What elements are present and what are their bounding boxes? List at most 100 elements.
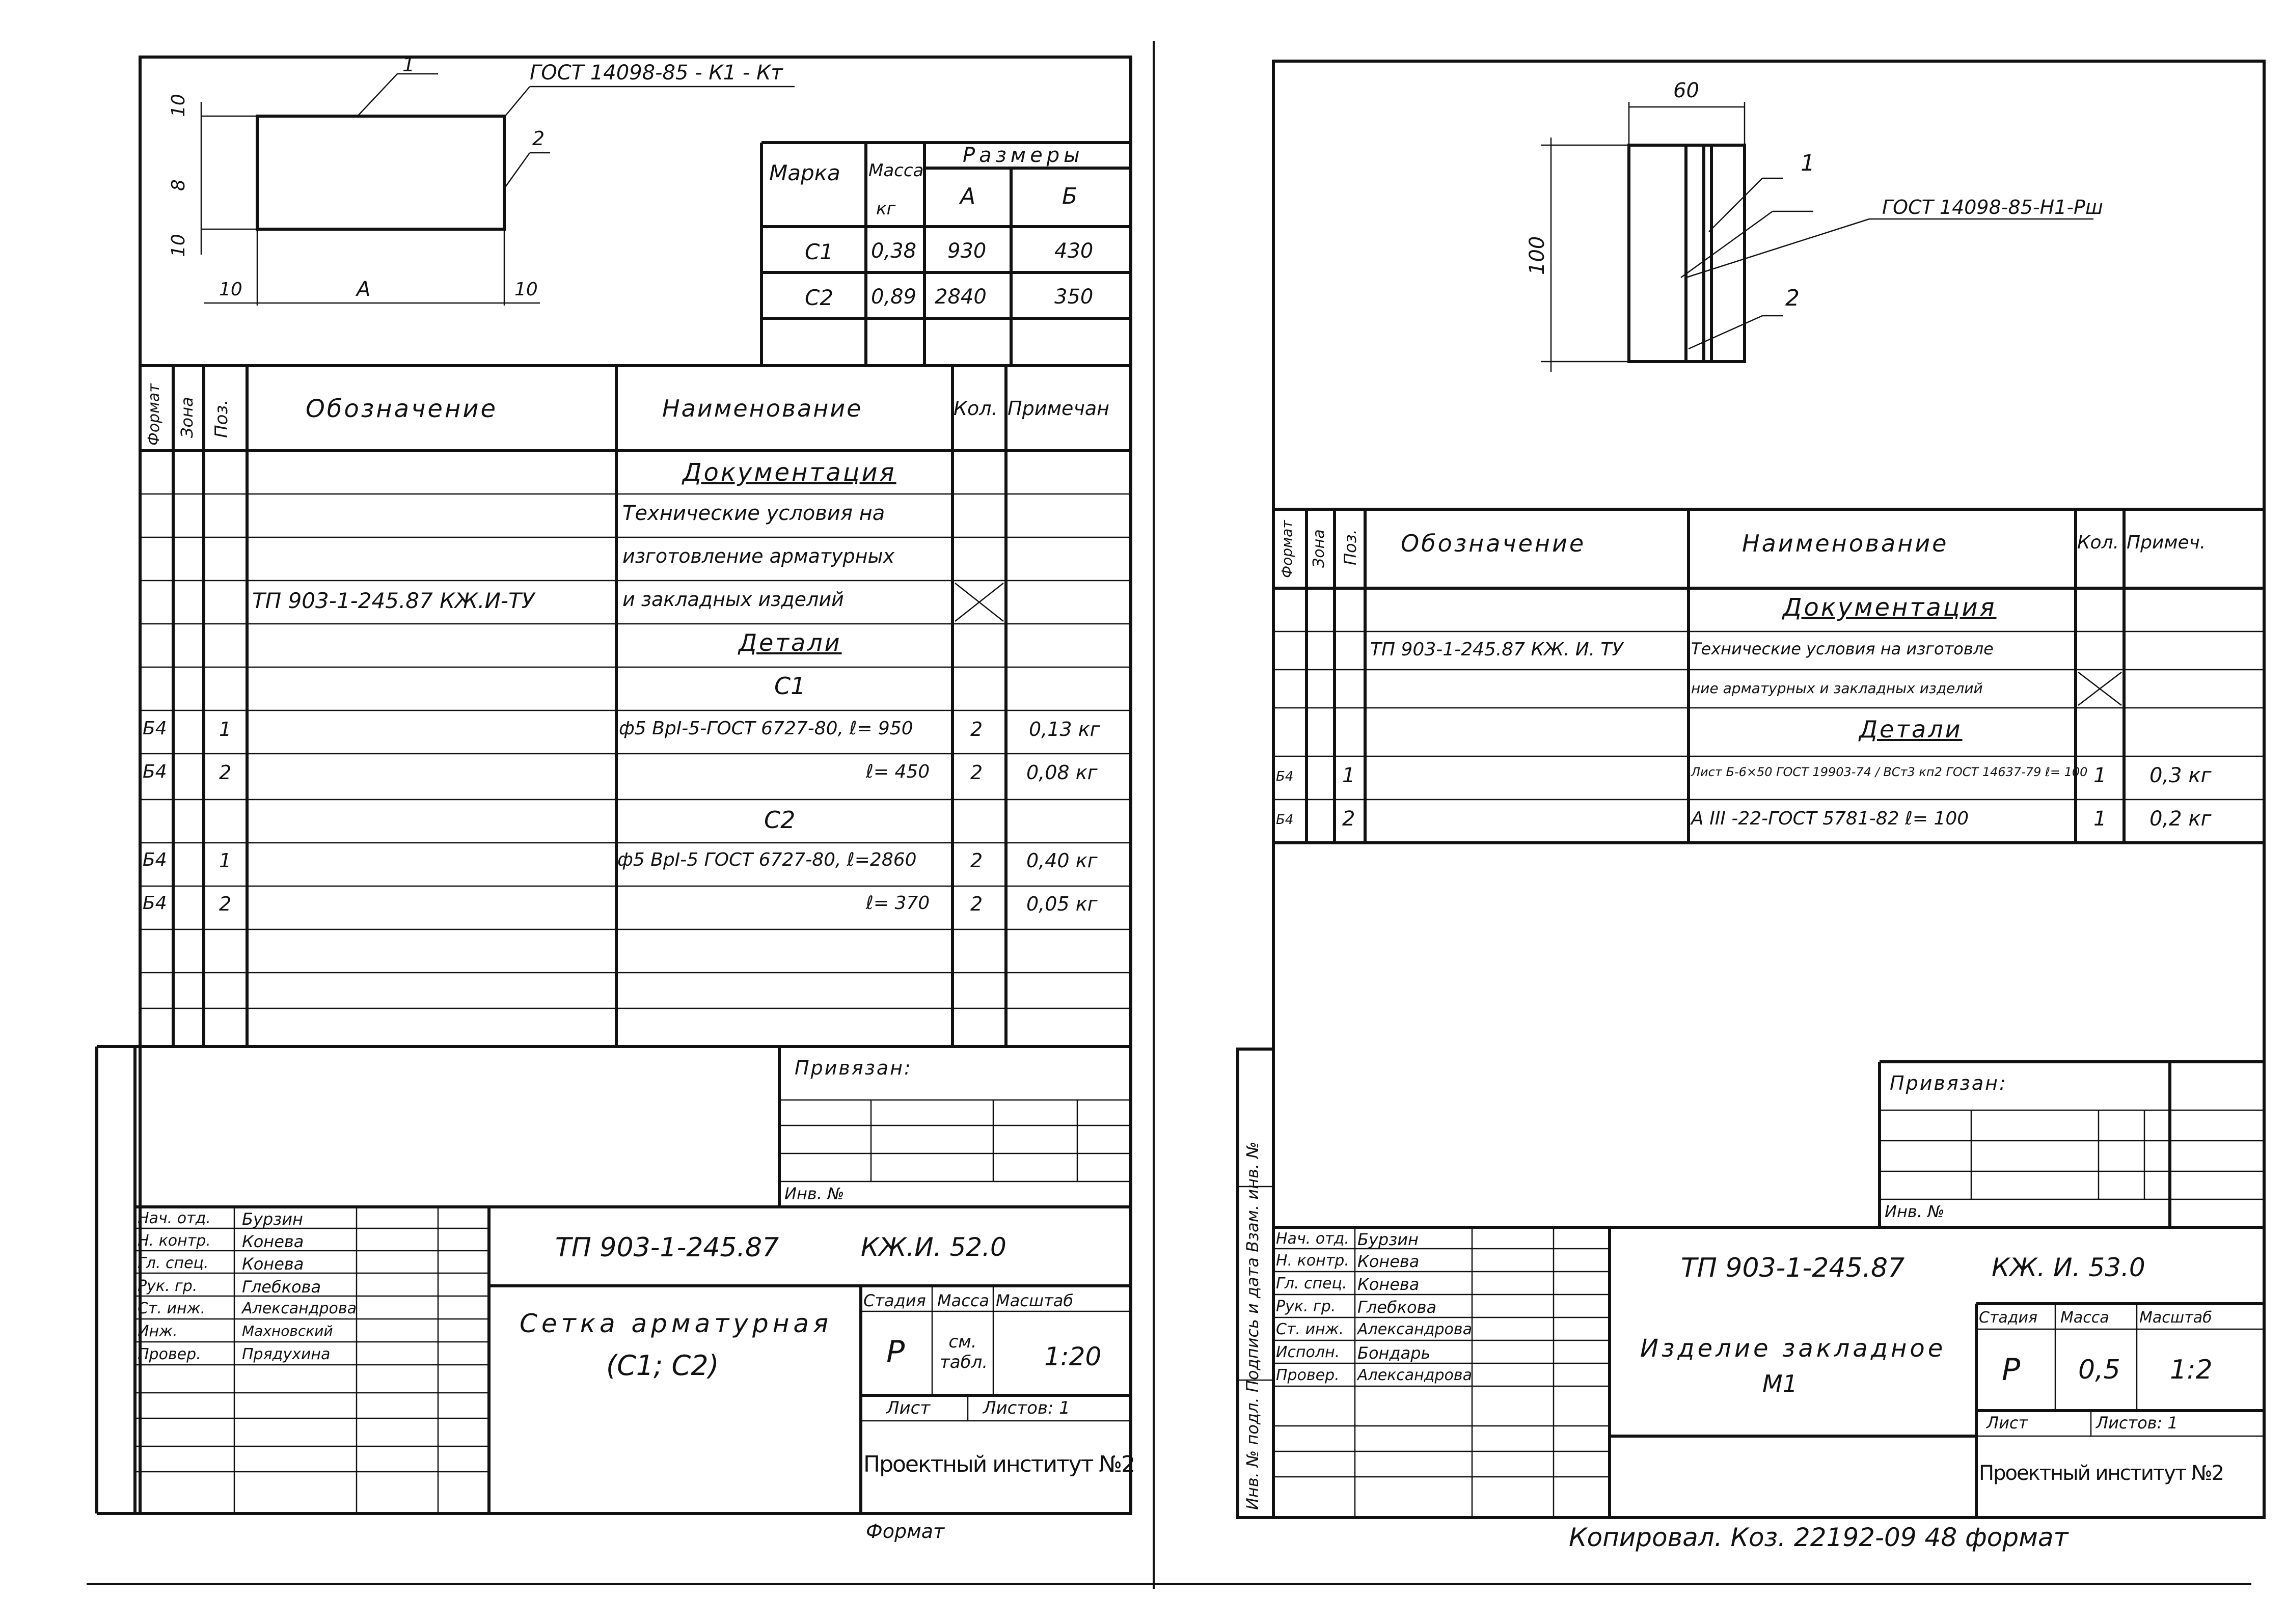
mass-label: Масса [937,1291,990,1310]
signer-name: Глебкова [242,1277,321,1297]
spec-name: ℓ= 450 [866,761,930,782]
signer-name: Александрова [242,1300,357,1317]
spec-qty: 2 [970,718,983,740]
scale-label: Масштаб [2139,1309,2212,1327]
left-callout-1: 1 [402,53,415,76]
signer-name: Прядухина [242,1345,331,1363]
spec-format: Б4 [143,761,167,782]
spec-format: Б4 [143,849,167,870]
spec-header-pos: Поз. [211,399,232,438]
size-table-header-mass-unit: кг [876,199,896,219]
mass-label: Масса [2060,1309,2109,1327]
size-table-header-b: Б [1062,183,1078,209]
left-dim-length: А [357,278,371,301]
scale-value: 1:20 [1044,1342,1102,1371]
doc-mark: КЖ.И. 52.0 [861,1232,1006,1262]
size-table-header-mass: Масса [868,160,924,181]
signer-name: Александрова [1357,1320,1472,1338]
spec-format: Б4 [1276,769,1294,784]
size-table-header-mark: Марка [769,160,840,185]
size-row-mass: 0,89 [871,285,917,309]
signer-name: Александрова [1357,1366,1472,1384]
sheet-title: Сетка арматурная [520,1309,833,1338]
signer-role: Инж. [138,1323,178,1340]
copy-note: Копировал. Коз. 22192-09 48 формат [1569,1523,2069,1552]
doc-code: ТП 903-1-245.87 [1681,1253,1905,1283]
size-row-mark: С2 [805,285,834,310]
right-callout-2: 2 [1785,285,1800,311]
side-stamp: Инв. № подл. Подпись и дата Взам. инв. № [1243,1141,1262,1510]
left-dim-left: 10 [219,279,242,300]
spec-header-note: Примечан [1008,397,1110,420]
size-table-header-sizes: Размеры [963,144,1084,167]
signer-role: Провер. [1276,1366,1340,1384]
signer-name: Конева [1357,1275,1420,1294]
spec-pos: 1 [219,849,232,872]
spec-name: ф5 ВрI-5 ГОСТ 6727-80, ℓ=2860 [617,849,917,870]
list-item: и закладных изделий [622,588,844,611]
list-item: С2 [764,806,796,834]
spec-note: 0,13 кг [1029,718,1100,740]
spec-header-designation: Обозначение [306,395,498,423]
signer-name: Бондарь [1357,1343,1431,1363]
list-item: ние арматурных и закладных изделий [1691,680,1983,697]
right-gost-callout: ГОСТ 14098-85-Н1-Рш [1882,196,2103,218]
mass-value: 0,5 [2078,1355,2120,1385]
spec-name: А III -22-ГОСТ 5781-82 ℓ= 100 [1691,808,1969,829]
list-item: Детали [739,629,842,656]
sheets-count-label: Листов: 1 [983,1398,1070,1418]
left-gost-callout: ГОСТ 14098-85 - К1 - Кт [530,61,783,85]
inv-no-label: Инв. № [784,1184,845,1203]
spec-header-name: Наименование [662,395,863,422]
size-row-mass: 0,38 [871,239,917,263]
spec-header-format: Формат [1278,520,1295,578]
list-item: С1 [774,672,806,700]
sheet-label: Лист [886,1398,931,1418]
size-row-b: 430 [1054,239,1094,263]
list-item: Детали [1859,715,1963,743]
list-item: ТП 903-1-245.87 КЖ. И. ТУ [1370,639,1623,660]
spec-qty: 2 [970,893,983,915]
signer-role: Н. контр. [138,1232,211,1250]
doc-mark: КЖ. И. 53.0 [1992,1253,2145,1282]
stage-value: Р [886,1334,905,1370]
spec-pos: 2 [219,761,232,784]
list-item: Документация [1783,593,1997,622]
signer-role: Нач. отд. [1276,1230,1349,1248]
signer-role: Рук. гр. [138,1277,198,1295]
spec-header-designation: Обозначение [1401,530,1586,557]
list-item: Технические условия на изготовле [1691,639,1994,658]
list-item: ТП 903-1-245.87 КЖ.И-ТУ [252,588,535,613]
spec-header-name: Наименование [1742,530,1949,557]
left-sheet-lines [95,56,1132,1515]
signer-role: Нач. отд. [138,1209,211,1227]
spec-note: 0,05 кг [1026,893,1098,915]
format-label: Формат [866,1520,945,1543]
left-dim-right: 10 [514,279,538,300]
spec-pos: 1 [219,718,232,740]
privyazan-label: Привязан: [795,1057,912,1079]
spec-pos: 1 [1342,764,1355,787]
scale-value: 1:2 [2170,1355,2213,1385]
list-item: Документация [683,458,896,487]
spec-note: 0,40 кг [1026,849,1098,872]
spec-header-format: Формат [145,383,163,446]
spec-format: Б4 [143,893,167,914]
spec-name: ℓ= 370 [866,893,930,914]
left-dim-bottom: 10 [168,234,189,257]
left-dim-top: 10 [168,94,189,117]
spec-qty: 2 [970,761,983,784]
org-name: Проектный институт №2 [863,1451,1135,1477]
signer-name: Глебкова [1357,1298,1437,1317]
right-callout-1: 1 [1801,150,1815,176]
size-table-header-a: А [960,183,976,209]
signer-role: Ст. инж. [1276,1320,1344,1338]
spec-header-zone: Зона [1310,529,1328,568]
spec-header-note: Примеч. [2127,532,2206,553]
signer-role: Рук. гр. [1276,1298,1336,1315]
sheet-title-sub: М1 [1762,1370,1798,1397]
spec-format: Б4 [1276,812,1294,828]
spec-qty: 2 [970,849,983,872]
spec-pos: 2 [219,893,232,915]
list-item: Технические условия на [622,502,885,525]
